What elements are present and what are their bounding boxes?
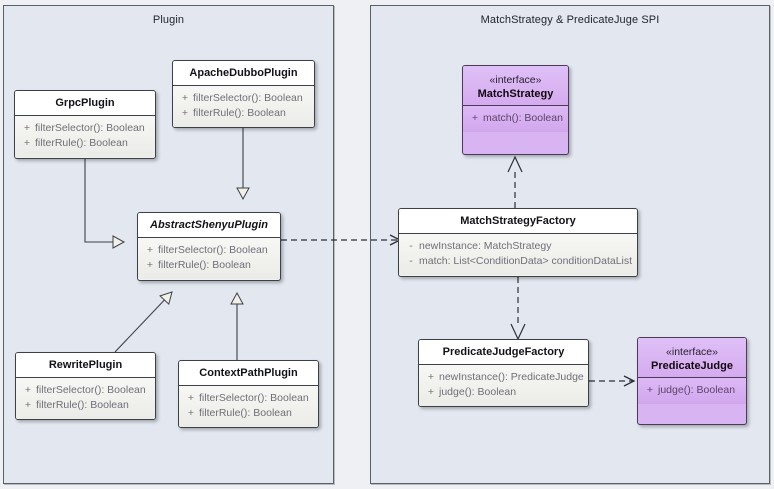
class-divider: [399, 233, 637, 234]
class-box-match-strategy-factory[interactable]: MatchStrategyFactory -newInstance: Match…: [398, 208, 638, 277]
class-title-predicate-judge-factory: PredicateJudgeFactory: [419, 340, 588, 364]
interface-box-predicate-judge[interactable]: «interface» PredicateJudge + judge(): Boo…: [637, 337, 747, 425]
class-box-context-path-plugin[interactable]: ContextPathPlugin + filterSelector(): Boo…: [178, 360, 319, 428]
class-member: + judge(): Boolean: [642, 383, 742, 398]
class-divider: [179, 385, 318, 386]
class-members-context-path-plugin: + filterSelector(): Boolean + filterRule()…: [179, 386, 318, 427]
class-member: -match: List<ConditionData> conditionDat…: [403, 254, 633, 269]
class-divider: [173, 85, 314, 86]
member-signature: filterRule(): Boolean: [193, 107, 286, 119]
interface-title-predicate-judge: «interface» PredicateJudge: [638, 338, 746, 377]
class-box-abstract-shenyu-plugin[interactable]: AbstractShenyuPlugin + filterSelector(): …: [137, 212, 281, 281]
member-signature: judge(): Boolean: [439, 386, 517, 398]
class-member: + newInstance(): PredicateJudge: [423, 370, 584, 385]
interface-members-match-strategy: + match(): Boolean: [463, 106, 568, 132]
stereotype-label: «interface»: [666, 346, 718, 358]
class-box-grpc-plugin[interactable]: GrpcPlugin + filterSelector(): Boolean + f…: [14, 90, 156, 159]
member-signature: filterRule(): Boolean: [35, 137, 128, 149]
member-signature: newInstance: MatchStrategy: [419, 240, 552, 252]
class-members-rewrite-plugin: + filterSelector(): Boolean + filterRule()…: [16, 378, 155, 419]
class-member: + filterRule(): Boolean: [20, 398, 151, 413]
class-box-rewrite-plugin[interactable]: RewritePlugin + filterSelector(): Boolean…: [15, 352, 156, 420]
class-member: + match(): Boolean: [467, 111, 564, 126]
member-signature: filterSelector(): Boolean: [199, 392, 309, 404]
visibility-marker: +: [146, 259, 154, 271]
class-member: + filterRule(): Boolean: [183, 406, 314, 421]
interface-box-match-strategy[interactable]: «interface» MatchStrategy + match(): Bool…: [462, 65, 569, 155]
member-signature: filterRule(): Boolean: [158, 259, 251, 271]
visibility-marker: -: [409, 240, 413, 252]
visibility-marker: +: [471, 112, 479, 124]
class-divider: [419, 364, 588, 365]
class-title-context-path-plugin: ContextPathPlugin: [179, 361, 318, 385]
class-divider: [16, 377, 155, 378]
interface-members-predicate-judge: + judge(): Boolean: [638, 378, 746, 404]
member-signature: filterSelector(): Boolean: [36, 384, 146, 396]
class-divider: [138, 237, 280, 238]
class-divider: [15, 115, 155, 116]
class-divider: [463, 105, 568, 106]
interface-name: PredicateJudge: [651, 360, 733, 372]
class-title-apache-dubbo-plugin: ApacheDubboPlugin: [173, 61, 314, 85]
class-member: + judge(): Boolean: [423, 385, 584, 400]
package-spi-title: MatchStrategy & PredicateJuge SPI: [480, 14, 660, 26]
visibility-marker: +: [646, 384, 654, 396]
class-members-predicate-judge-factory: + newInstance(): PredicateJudge + judge():…: [419, 365, 588, 406]
visibility-marker: +: [181, 107, 189, 119]
member-signature: judge(): Boolean: [658, 384, 736, 396]
class-title-abstract-shenyu-plugin: AbstractShenyuPlugin: [138, 213, 280, 237]
member-signature: match: List<ConditionData> conditionData…: [419, 255, 633, 267]
class-member: + filterSelector(): Boolean: [20, 383, 151, 398]
visibility-marker: +: [181, 92, 189, 104]
member-signature: filterSelector(): Boolean: [193, 92, 303, 104]
visibility-marker: +: [427, 386, 435, 398]
visibility-marker: +: [187, 392, 195, 404]
visibility-marker: +: [187, 407, 195, 419]
visibility-marker: +: [23, 122, 31, 134]
package-plugin-title: Plugin: [152, 14, 185, 26]
interface-name: MatchStrategy: [477, 88, 554, 100]
class-member: + filterRule(): Boolean: [142, 258, 276, 273]
class-divider: [638, 377, 746, 378]
class-members-abstract-shenyu-plugin: + filterSelector(): Boolean + filterRule()…: [138, 238, 280, 279]
member-signature: filterRule(): Boolean: [36, 399, 129, 411]
visibility-marker: +: [23, 137, 31, 149]
class-member: + filterRule(): Boolean: [177, 106, 310, 121]
visibility-marker: +: [24, 384, 32, 396]
visibility-marker: +: [427, 371, 435, 383]
class-box-apache-dubbo-plugin[interactable]: ApacheDubboPlugin + filterSelector(): Boo…: [172, 60, 315, 128]
class-members-apache-dubbo-plugin: + filterSelector(): Boolean + filterRule()…: [173, 86, 314, 127]
member-signature: filterSelector(): Boolean: [158, 244, 268, 256]
class-member: + filterSelector(): Boolean: [177, 91, 310, 106]
member-signature: match(): Boolean: [483, 112, 563, 124]
class-box-predicate-judge-factory[interactable]: PredicateJudgeFactory + newInstance(): Pr…: [418, 339, 589, 407]
interface-title-match-strategy: «interface» MatchStrategy: [463, 66, 568, 105]
class-members-match-strategy-factory: -newInstance: MatchStrategy -match: List…: [399, 234, 637, 275]
class-member: + filterSelector(): Boolean: [142, 243, 276, 258]
class-member: + filterSelector(): Boolean: [183, 391, 314, 406]
class-members-grpc-plugin: + filterSelector(): Boolean + filterRule()…: [15, 116, 155, 157]
class-member: + filterRule(): Boolean: [19, 136, 151, 151]
class-member: + filterSelector(): Boolean: [19, 121, 151, 136]
class-title-match-strategy-factory: MatchStrategyFactory: [399, 209, 637, 233]
class-member: -newInstance: MatchStrategy: [403, 239, 633, 254]
member-signature: filterSelector(): Boolean: [35, 122, 145, 134]
class-title-rewrite-plugin: RewritePlugin: [16, 353, 155, 377]
stereotype-label: «interface»: [489, 74, 542, 86]
visibility-marker: +: [146, 244, 154, 256]
class-title-grpc-plugin: GrpcPlugin: [15, 91, 155, 115]
visibility-marker: +: [24, 399, 32, 411]
member-signature: filterRule(): Boolean: [199, 407, 292, 419]
member-signature: newInstance(): PredicateJudge: [439, 371, 584, 383]
visibility-marker: -: [409, 255, 413, 267]
